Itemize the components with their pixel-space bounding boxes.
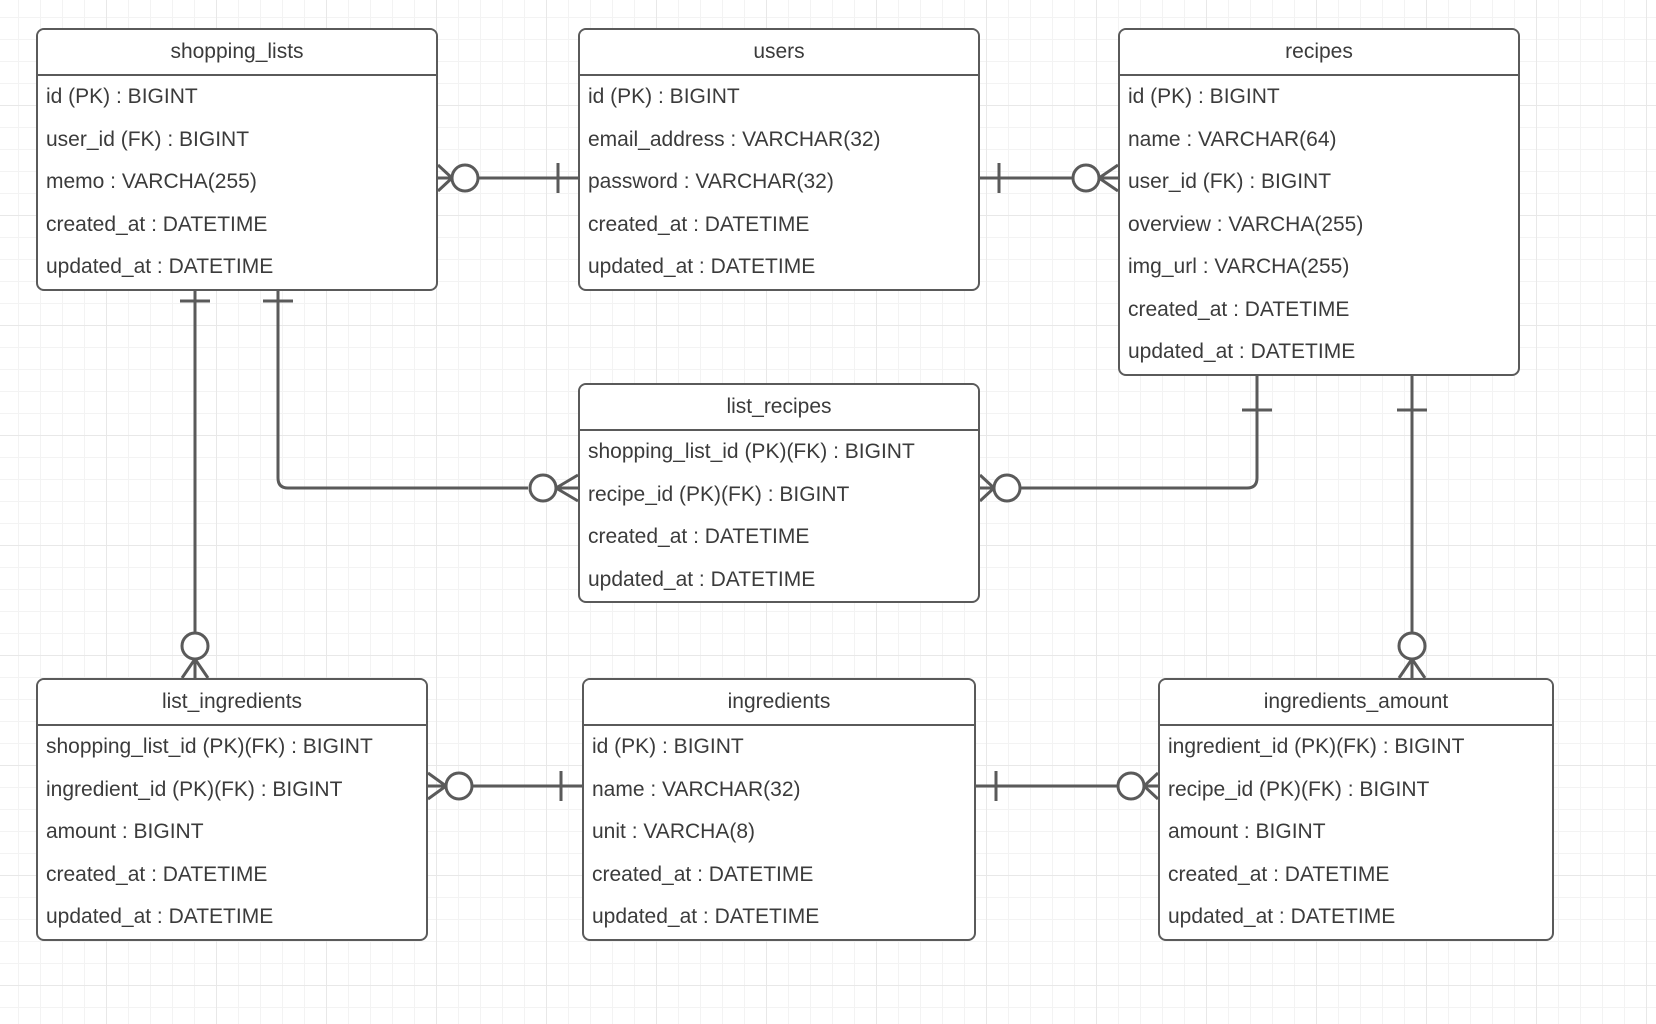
entity-users[interactable]: users id (PK) : BIGINT email_address : VAR… [578, 28, 980, 291]
entity-field: id (PK) : BIGINT [46, 85, 198, 108]
entity-field: updated_at : DATETIME [588, 255, 816, 278]
entity-fields-ingredients_amount: ingredient_id (PK)(FK) : BIGINT recipe_id… [1160, 726, 1552, 939]
entity-field: created_at : DATETIME [1168, 862, 1390, 886]
entity-field: updated_at : DATETIME [1128, 340, 1356, 363]
entity-field: id (PK) : BIGINT [592, 735, 744, 758]
relationship-recipes-list-recipes [978, 366, 1272, 503]
entity-field: id (PK) : BIGINT [1128, 85, 1280, 108]
entity-field: user_id (FK) : BIGINT [46, 127, 250, 151]
entity-field: shopping_list_id (PK)(FK) : BIGINT [588, 440, 915, 463]
entity-fields-users: id (PK) : BIGINT email_address : VARCHAR(… [580, 76, 978, 289]
entity-field: updated_at : DATETIME [46, 255, 274, 278]
relationship-users-shopping-lists [436, 163, 578, 193]
entity-field: id (PK) : BIGINT [588, 85, 740, 108]
entity-field: ingredient_id (PK)(FK) : BIGINT [46, 777, 343, 801]
entity-field: created_at : DATETIME [1128, 297, 1350, 321]
entity-title-ingredients: ingredients [584, 680, 974, 726]
entity-field: created_at : DATETIME [588, 212, 810, 236]
relationship-recipes-ingredients-amount [1397, 366, 1427, 679]
entity-fields-ingredients: id (PK) : BIGINT name : VARCHAR(32) unit :… [584, 726, 974, 939]
entity-title-list_ingredients: list_ingredients [38, 680, 426, 726]
entity-field: amount : BIGINT [46, 820, 204, 843]
entity-title-ingredients_amount: ingredients_amount [1160, 680, 1552, 726]
entity-field: recipe_id (PK)(FK) : BIGINT [588, 482, 850, 506]
entity-field: updated_at : DATETIME [588, 567, 816, 591]
entity-field: shopping_list_id (PK)(FK) : BIGINT [46, 735, 373, 758]
relationship-shopping-lists-list-recipes [263, 281, 579, 503]
entity-field: img_url : VARCHA(255) [1128, 255, 1350, 278]
entity-field: name : VARCHAR(32) [592, 777, 801, 801]
relationship-users-recipes [980, 163, 1119, 193]
entity-field: created_at : DATETIME [592, 862, 814, 886]
entity-recipes[interactable]: recipes id (PK) : BIGINT name : VARCHAR(64… [1118, 28, 1520, 376]
entity-ingredients[interactable]: ingredients id (PK) : BIGINT name : VARCHA… [582, 678, 976, 941]
entity-field: updated_at : DATETIME [1168, 905, 1396, 928]
entity-field: name : VARCHAR(64) [1128, 127, 1337, 151]
entity-field: user_id (FK) : BIGINT [1128, 170, 1332, 193]
entity-title-list_recipes: list_recipes [580, 385, 978, 431]
relationship-shopping-lists-list-ingredients [180, 281, 210, 679]
entity-field: ingredient_id (PK)(FK) : BIGINT [1168, 735, 1465, 758]
entity-field: memo : VARCHA(255) [46, 170, 257, 193]
entity-title-users: users [580, 30, 978, 76]
entity-title-shopping_lists: shopping_lists [38, 30, 436, 76]
entity-field: amount : BIGINT [1168, 820, 1326, 843]
entity-field: created_at : DATETIME [588, 525, 810, 548]
entity-field: recipe_id (PK)(FK) : BIGINT [1168, 777, 1430, 801]
entity-field: updated_at : DATETIME [46, 905, 274, 928]
relationship-ingredients-ingredients-amount [976, 771, 1160, 801]
entity-field: overview : VARCHA(255) [1128, 212, 1364, 236]
entity-field: email_address : VARCHAR(32) [588, 127, 881, 151]
entity-fields-shopping_lists: id (PK) : BIGINT user_id (FK) : BIGINT mem… [38, 76, 436, 289]
entity-fields-list_ingredients: shopping_list_id (PK)(FK) : BIGINT ingred… [38, 726, 426, 939]
entity-fields-recipes: id (PK) : BIGINT name : VARCHAR(64) user_i… [1120, 76, 1518, 374]
relationship-ingredients-list-ingredients [427, 771, 582, 801]
entity-title-recipes: recipes [1120, 30, 1518, 76]
entity-field: created_at : DATETIME [46, 862, 268, 886]
entity-field: updated_at : DATETIME [592, 905, 820, 928]
entity-fields-list_recipes: shopping_list_id (PK)(FK) : BIGINT recipe… [580, 431, 978, 601]
entity-field: created_at : DATETIME [46, 212, 268, 236]
entity-field: unit : VARCHA(8) [592, 820, 755, 843]
entity-field: password : VARCHAR(32) [588, 170, 834, 193]
